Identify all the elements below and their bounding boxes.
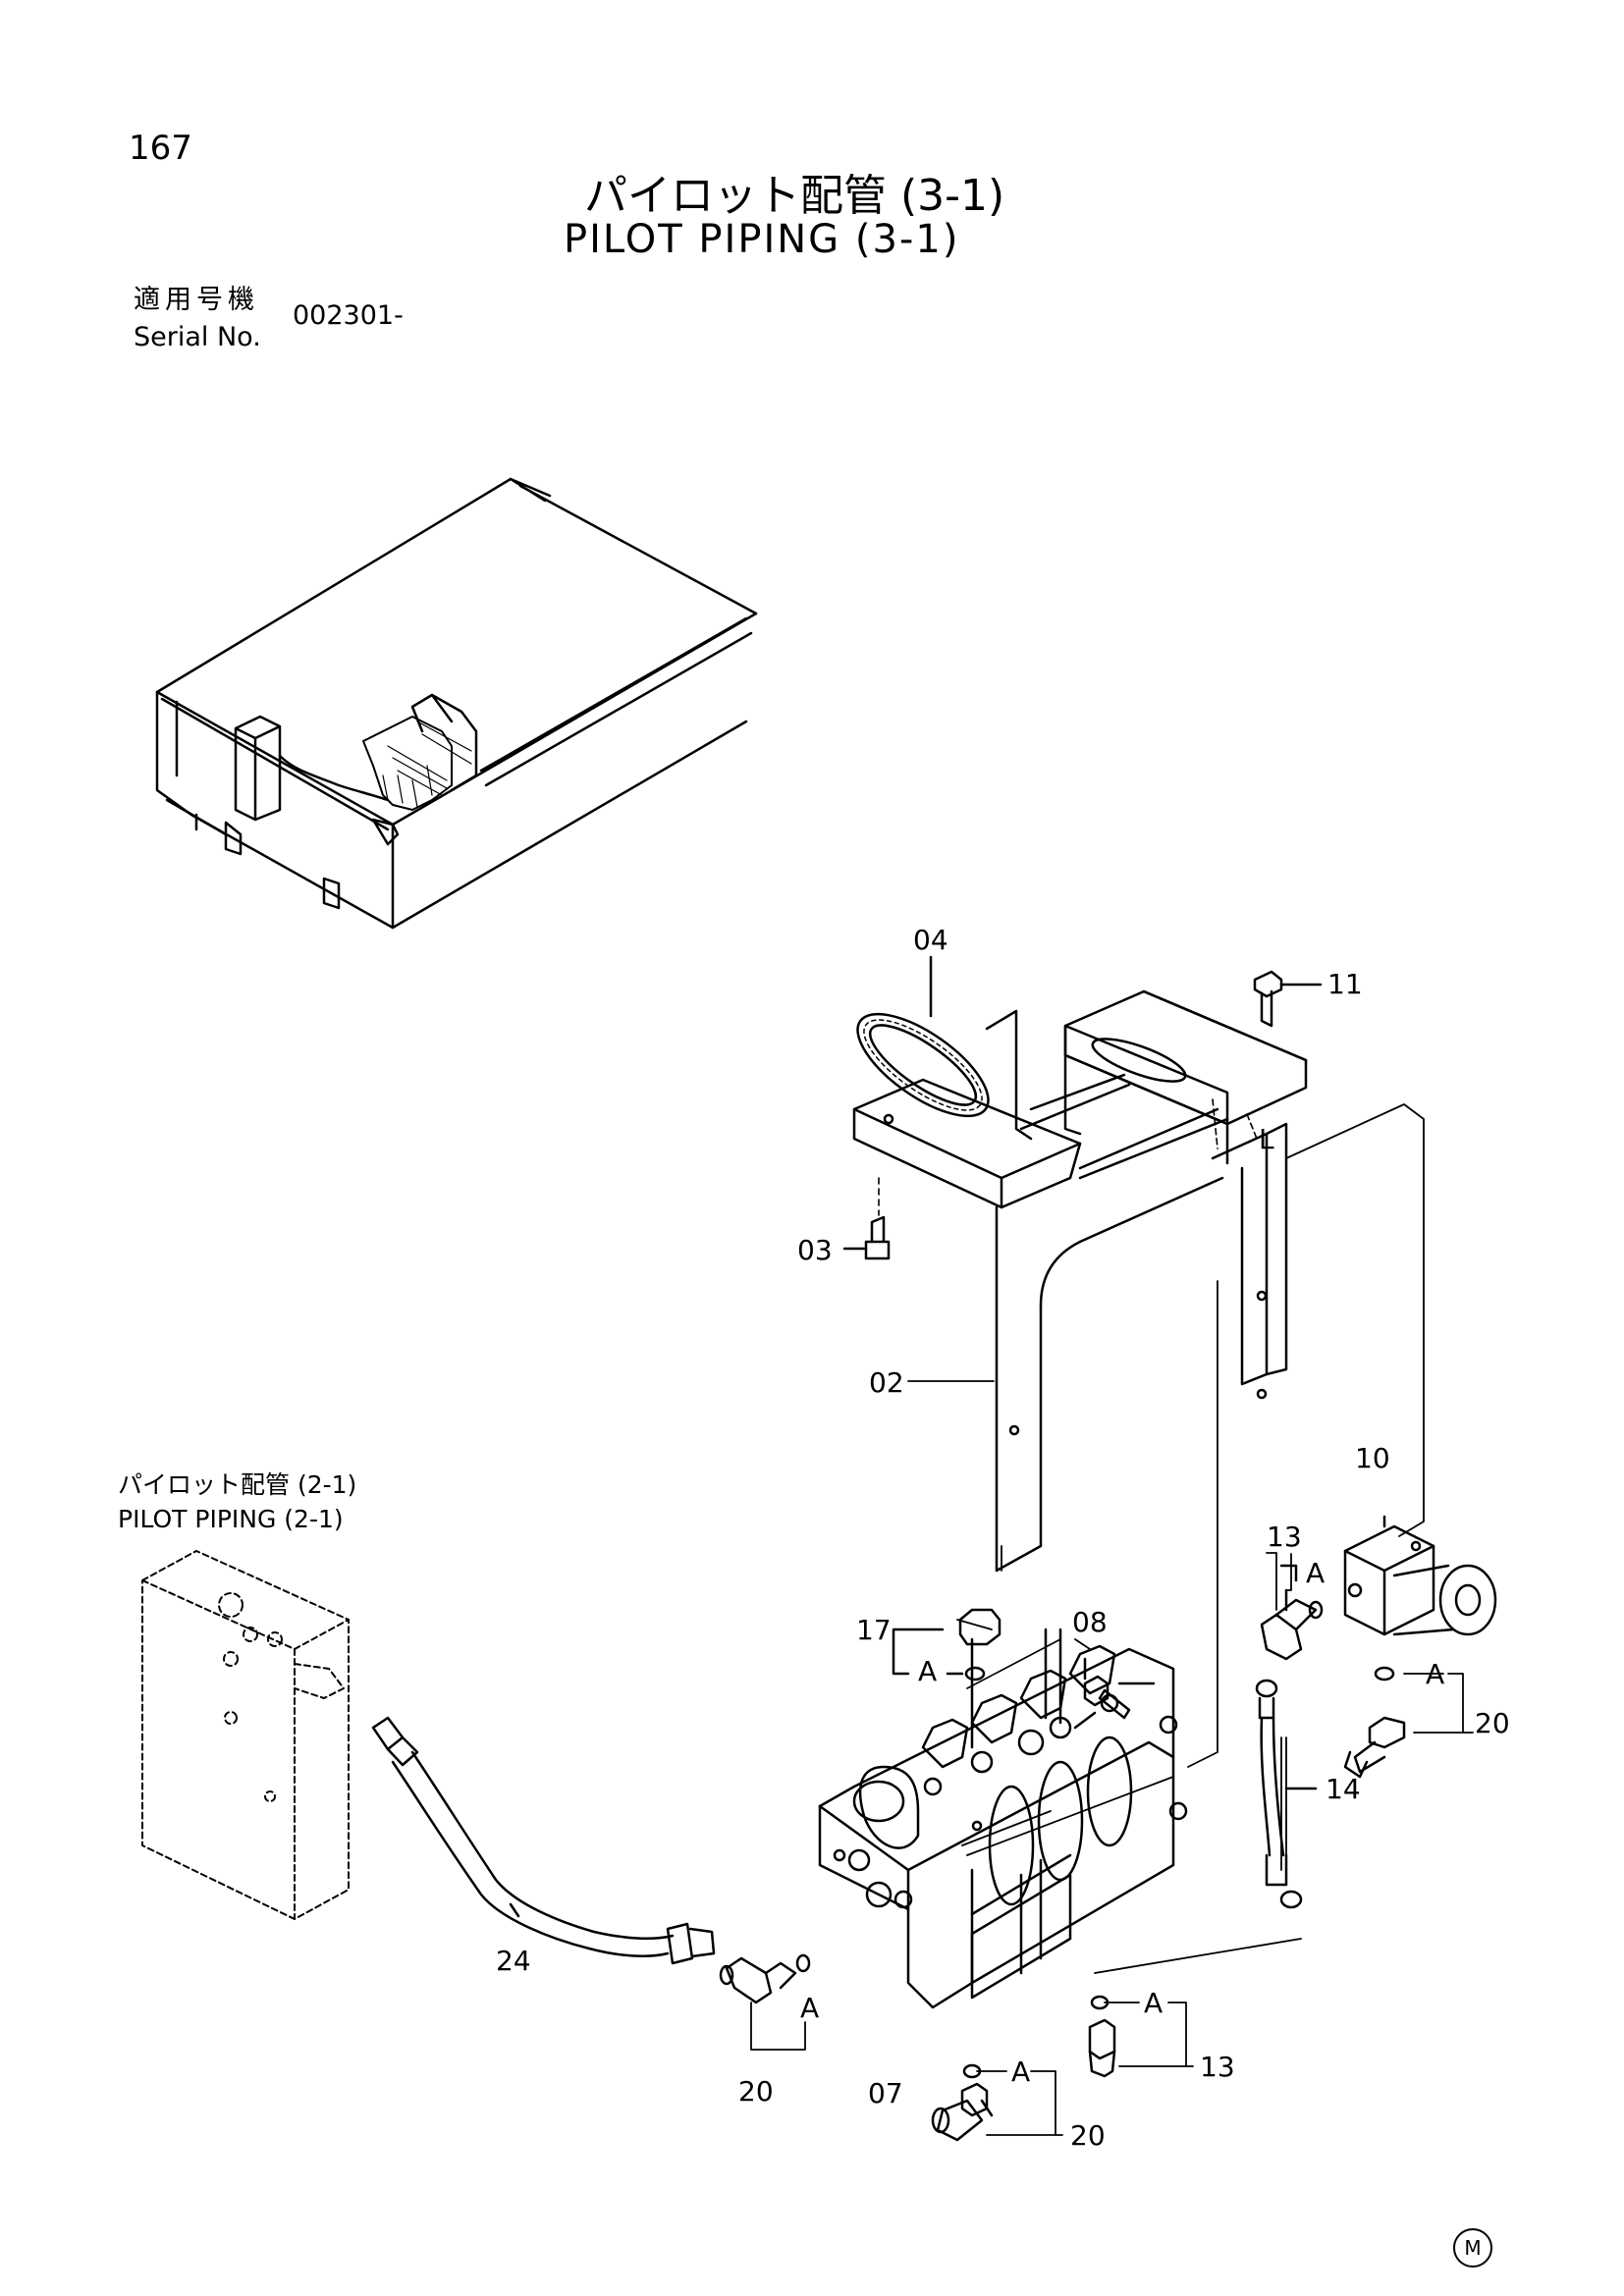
detail-mark-a: A xyxy=(1144,1987,1163,2019)
callout-20-left: 20 xyxy=(738,2075,774,2108)
callout-20-right: 20 xyxy=(1475,1707,1510,1739)
callout-17: 17 xyxy=(856,1614,892,1646)
detail-brackets xyxy=(750,1545,1474,2136)
plug-part-17 xyxy=(892,1608,1001,1682)
callout-03: 03 xyxy=(797,1234,833,1266)
solenoid-valve-part-10 xyxy=(1343,1515,1497,1682)
callout-11: 11 xyxy=(1327,968,1363,1000)
reference-label-japanese: パイロット配管 (2-1) xyxy=(118,1470,357,1499)
valve-part-07 xyxy=(818,1647,1188,2009)
callout-20-bottom: 20 xyxy=(1070,2119,1106,2152)
screw-part-03 xyxy=(842,1177,891,1260)
callout-13-lower: 13 xyxy=(1200,2051,1235,2083)
elbow-fitting-part-20-right xyxy=(1343,1716,1406,1779)
callout-02: 02 xyxy=(869,1366,904,1399)
callout-08: 08 xyxy=(1072,1606,1108,1638)
bracket-part-02 xyxy=(852,989,1308,1573)
detail-mark-a: A xyxy=(1426,1658,1444,1690)
machine-overview-drawing xyxy=(155,477,758,930)
page-title: PILOT PIPING (3-1) xyxy=(564,217,960,262)
detail-mark-l: L xyxy=(1259,1123,1274,1155)
callout-24: 24 xyxy=(496,1945,531,1977)
reference-block xyxy=(141,1550,350,1920)
hose-part-24 xyxy=(371,1716,716,1965)
serial-number-value: 002301- xyxy=(293,300,404,331)
detail-mark-a: A xyxy=(918,1655,937,1687)
callout-13-upper: 13 xyxy=(1267,1521,1302,1553)
detail-marks: A A A A A A L xyxy=(800,1123,1444,2088)
serial-label-japanese: 適用号機 xyxy=(134,285,259,315)
bolt-part-08 xyxy=(1083,1657,1131,1720)
callout-14: 14 xyxy=(1326,1773,1361,1805)
manufacturer-mark: M xyxy=(1453,2228,1492,2268)
leader-lines xyxy=(907,1103,1425,1974)
callout-10: 10 xyxy=(1355,1442,1390,1474)
page-title-japanese: パイロット配管 (3-1) xyxy=(584,171,1005,221)
reference-label: PILOT PIPING (2-1) xyxy=(118,1505,344,1533)
serial-label: Serial No. xyxy=(134,322,261,352)
callouts: 04 11 03 02 10 13 17 08 20 14 24 13 20 0… xyxy=(496,924,1510,2152)
callout-04: 04 xyxy=(913,924,948,956)
detail-mark-a: A xyxy=(800,1992,819,2024)
hose-part-14 xyxy=(1255,1679,1318,1909)
elbow-fitting-part-20-bottom xyxy=(931,2063,994,2142)
bolt-part-11 xyxy=(1253,970,1323,1028)
detail-mark-a: A xyxy=(1306,1557,1325,1589)
machine-texture xyxy=(382,721,472,808)
page-number: 167 xyxy=(129,129,192,168)
adapter-part-13-lower xyxy=(1088,1995,1116,2078)
callout-07: 07 xyxy=(868,2077,903,2109)
elbow-fitting-part-20-left xyxy=(719,1953,811,2004)
valve-spools xyxy=(921,1628,1119,1774)
elbow-fitting-part-13-upper xyxy=(1260,1564,1324,1661)
detail-mark-a: A xyxy=(1011,2056,1030,2088)
